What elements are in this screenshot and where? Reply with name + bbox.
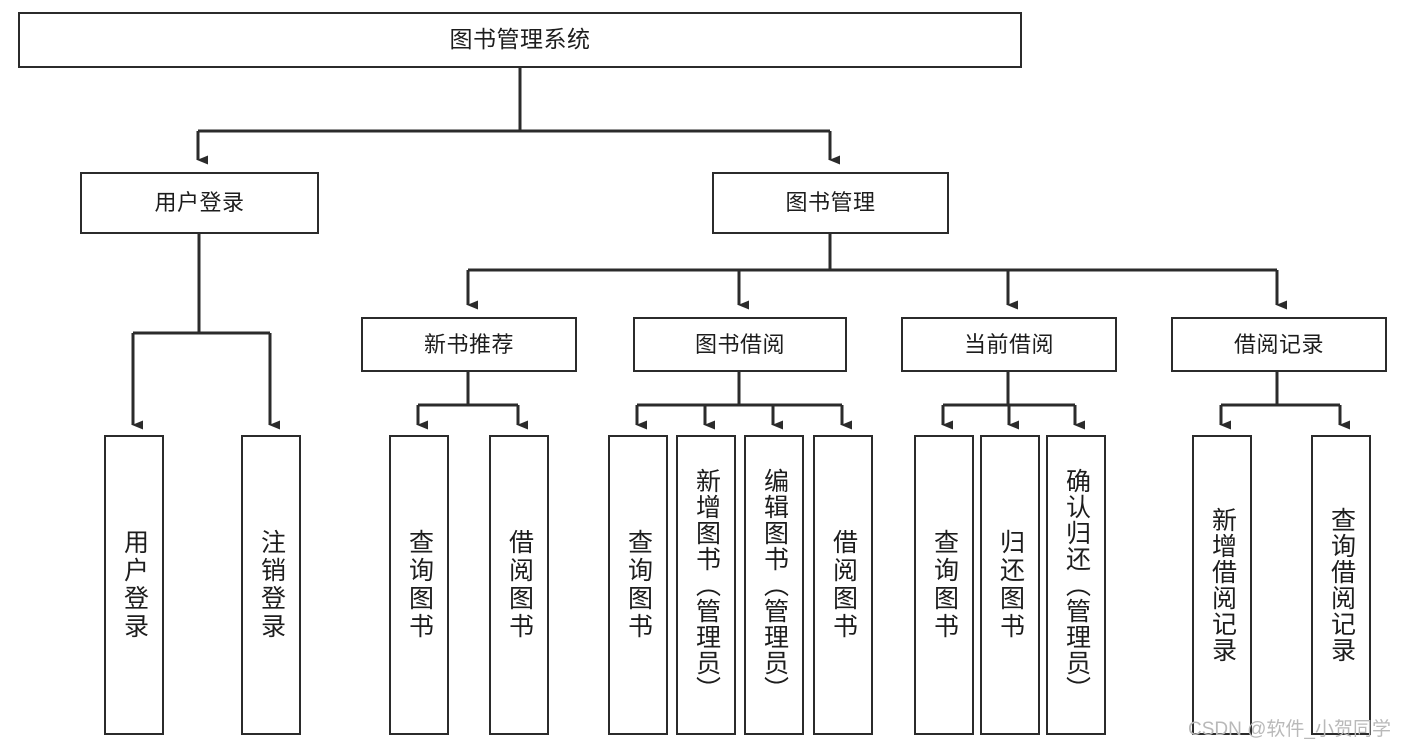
node-leaf-query-book-3[interactable]: 查询图书	[914, 435, 974, 735]
node-leaf-confirm-return[interactable]: 确认归还（管理员）	[1046, 435, 1106, 735]
node-book-manage-label: 图书管理	[785, 190, 876, 216]
node-book-borrow[interactable]: 图书借阅	[633, 317, 847, 372]
csdn-watermark: CSDN @软件_小贺同学	[1188, 719, 1391, 740]
node-leaf-query-book-1-label: 查询图书	[405, 529, 434, 641]
node-current-borrow-label: 当前借阅	[963, 331, 1054, 357]
node-leaf-add-book[interactable]: 新增图书（管理员）	[676, 435, 736, 735]
node-leaf-query-book-2[interactable]: 查询图书	[608, 435, 668, 735]
node-leaf-edit-book-label: 编辑图书（管理员）	[760, 468, 789, 702]
node-leaf-borrow-book-1-label: 借阅图书	[505, 529, 534, 641]
node-leaf-user-login-label: 用户登录	[120, 529, 149, 641]
node-leaf-user-login[interactable]: 用户登录	[104, 435, 164, 735]
node-leaf-query-record[interactable]: 查询借阅记录	[1311, 435, 1371, 735]
node-leaf-add-book-label: 新增图书（管理员）	[692, 468, 721, 702]
node-leaf-borrow-book-2-label: 借阅图书	[829, 529, 858, 641]
node-leaf-borrow-book-1[interactable]: 借阅图书	[489, 435, 549, 735]
node-borrow-record[interactable]: 借阅记录	[1171, 317, 1387, 372]
node-leaf-edit-book[interactable]: 编辑图书（管理员）	[744, 435, 804, 735]
node-book-manage[interactable]: 图书管理	[712, 172, 949, 234]
node-leaf-return-book[interactable]: 归还图书	[980, 435, 1040, 735]
node-new-book-recommend[interactable]: 新书推荐	[361, 317, 577, 372]
node-leaf-add-record-label: 新增借阅记录	[1208, 507, 1237, 663]
node-new-book-recommend-label: 新书推荐	[423, 331, 514, 357]
node-leaf-query-book-2-label: 查询图书	[624, 529, 653, 641]
node-user-login[interactable]: 用户登录	[80, 172, 319, 234]
node-root[interactable]: 图书管理系统	[18, 12, 1022, 68]
node-borrow-record-label: 借阅记录	[1233, 331, 1324, 357]
node-leaf-query-book-1[interactable]: 查询图书	[389, 435, 449, 735]
node-leaf-user-logout[interactable]: 注销登录	[241, 435, 301, 735]
node-leaf-borrow-book-2[interactable]: 借阅图书	[813, 435, 873, 735]
node-leaf-query-book-3-label: 查询图书	[930, 529, 959, 641]
node-leaf-confirm-return-label: 确认归还（管理员）	[1062, 468, 1091, 702]
node-leaf-user-logout-label: 注销登录	[257, 529, 286, 641]
node-leaf-return-book-label: 归还图书	[996, 529, 1025, 641]
node-leaf-add-record[interactable]: 新增借阅记录	[1192, 435, 1252, 735]
node-user-login-label: 用户登录	[154, 190, 245, 216]
node-leaf-query-record-label: 查询借阅记录	[1327, 507, 1356, 663]
node-book-borrow-label: 图书借阅	[694, 331, 785, 357]
node-current-borrow[interactable]: 当前借阅	[901, 317, 1117, 372]
node-root-label: 图书管理系统	[449, 26, 591, 53]
